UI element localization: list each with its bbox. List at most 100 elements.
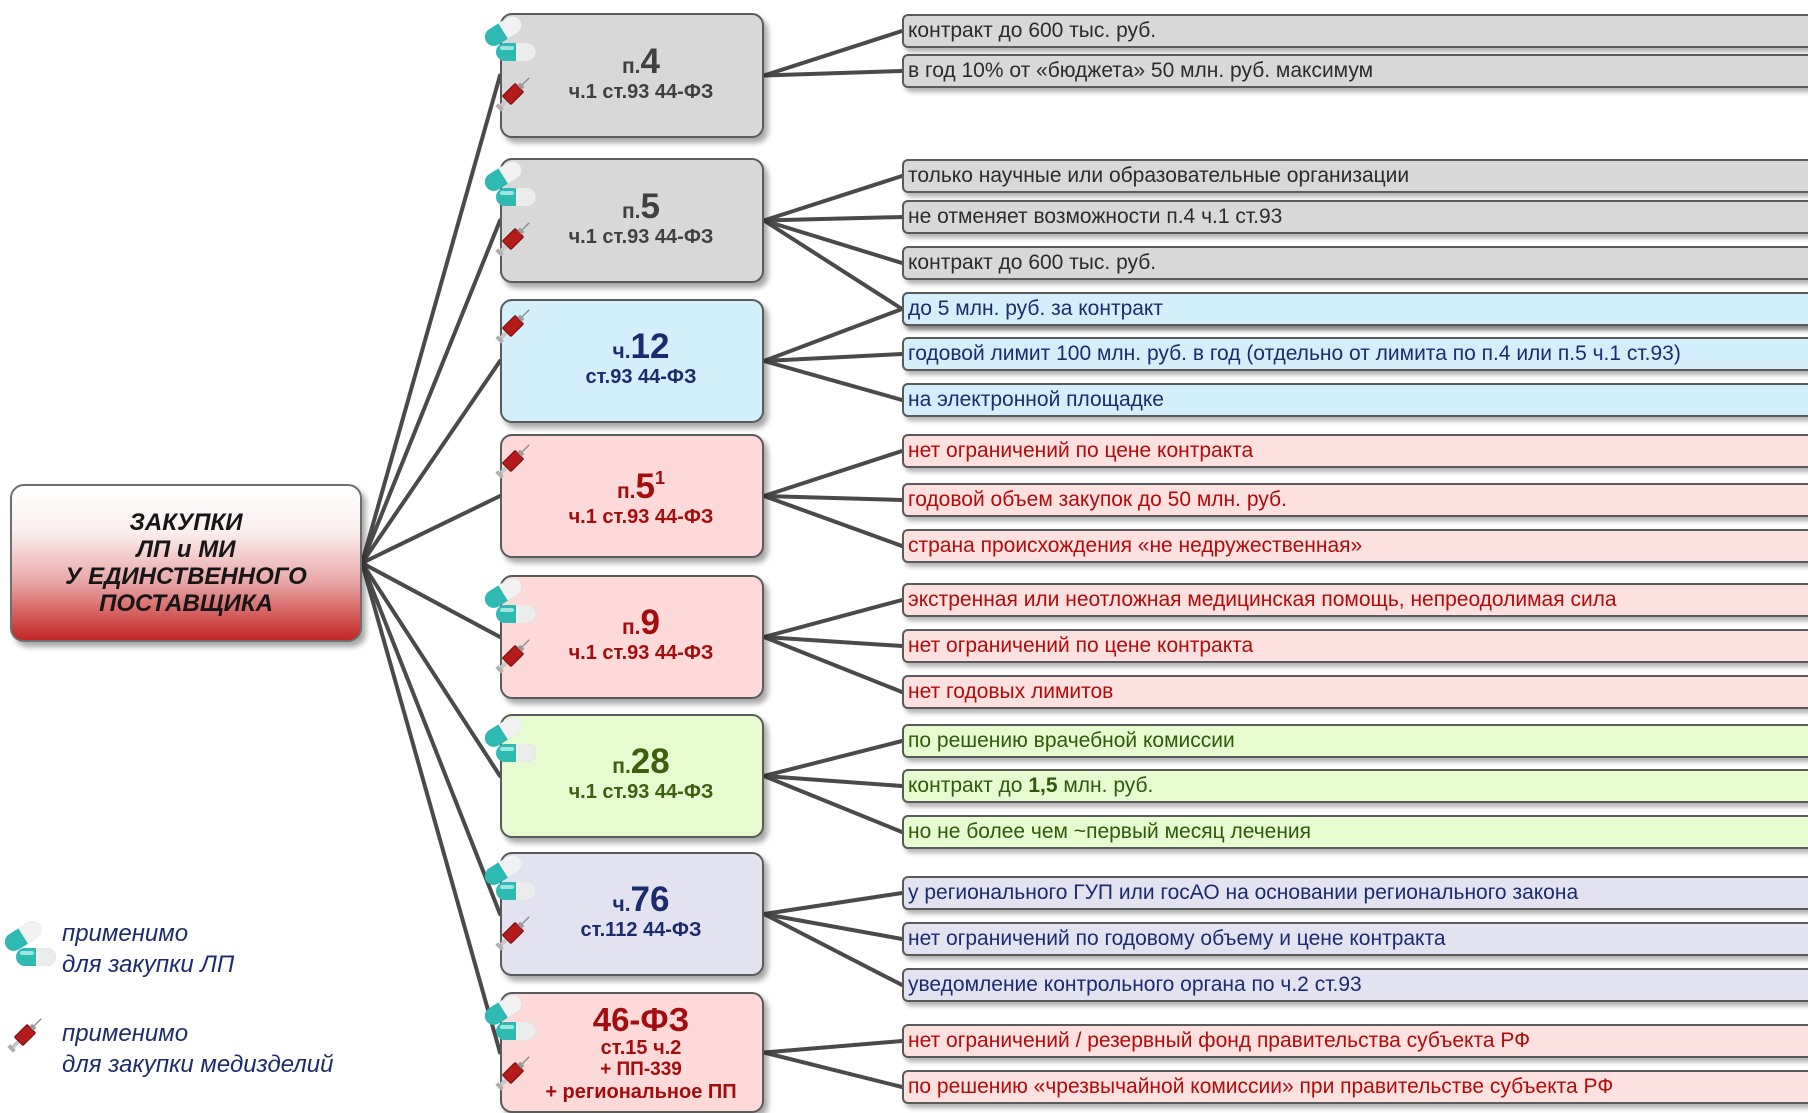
node-subtitle: ч.1 ст.93 44-ФЗ [568, 80, 714, 103]
connector-line [360, 561, 502, 778]
pill-capsule-icon [480, 13, 538, 70]
connector-line [360, 359, 502, 565]
pill-capsule-icon [480, 714, 538, 771]
node-prefix: ч. [612, 893, 631, 916]
connector-line [762, 69, 904, 78]
node-prefix: п. [622, 616, 641, 639]
connector-line [360, 561, 502, 916]
syringe-icon [488, 436, 538, 491]
condition-bar: на электронной площадке [902, 383, 1808, 417]
node-number: 4 [640, 41, 660, 81]
node-subtitle: ч.1 ст.93 44-ФЗ [568, 505, 714, 528]
condition-bar: годовой объем закупок до 50 млн. руб. [902, 483, 1808, 517]
connector-line [762, 891, 904, 916]
condition-bar: по решению врачебной комиссии [902, 724, 1808, 758]
connector-line [762, 774, 904, 834]
node-subtitle: ч.1 ст.93 44-ФЗ [568, 225, 714, 248]
connector-line [762, 307, 904, 363]
node-number: 12 [630, 327, 670, 366]
legend-line: для закупки медизделий [62, 1051, 334, 1078]
condition-text: уведомление контрольного органа по ч.2 с… [908, 973, 1362, 996]
condition-text: до 5 млн. руб. за контракт [908, 297, 1163, 320]
node-title: п.5 [622, 189, 660, 226]
condition-text: по решению врачебной комиссии [908, 729, 1235, 752]
connector-line [762, 774, 904, 788]
syringe-icon [488, 301, 538, 356]
connector-line [762, 359, 904, 402]
pill-capsule-icon [480, 575, 538, 632]
node-number: 9 [640, 603, 660, 642]
node-title: п.9 [622, 605, 660, 642]
connector-line [762, 218, 904, 265]
condition-bar: нет ограничений по цене контракта [902, 434, 1808, 468]
condition-bar: по решению «чрезвычайной комиссии» при п… [902, 1070, 1808, 1104]
syringe-icon [488, 1048, 538, 1103]
node-title: ч.12 [612, 329, 670, 366]
connector-line [762, 912, 904, 941]
condition-bar: в год 10% от «бюджета» 50 млн. руб. макс… [902, 54, 1808, 88]
connector-line [762, 635, 904, 694]
connector-line [762, 449, 904, 498]
condition-text: нет ограничений по годовому объему и цен… [908, 927, 1446, 950]
condition-bar: только научные или образовательные орган… [902, 159, 1808, 193]
pill-capsule-icon [480, 158, 538, 215]
condition-bar: страна происхождения «не недружественная… [902, 529, 1808, 563]
node-title: п.28 [612, 744, 669, 781]
condition-text: но не более чем ~первый месяц лечения [908, 820, 1312, 843]
node-number: 5 [635, 466, 655, 506]
connector-line [762, 635, 904, 648]
node-title-line: + ПП-339 [600, 1058, 682, 1080]
node-superscript: 1 [654, 467, 665, 488]
connector-line [360, 218, 502, 565]
node-number: 28 [630, 742, 670, 781]
node-prefix: ч. [612, 340, 631, 363]
condition-text: нет годовых лимитов [908, 680, 1114, 703]
node-number: 5 [640, 186, 660, 226]
condition-text: по решению «чрезвычайной комиссии» при п… [908, 1075, 1614, 1098]
syringe-icon [488, 908, 538, 963]
connector-line [762, 912, 904, 987]
connector-line [762, 218, 904, 311]
connector-line [762, 598, 904, 639]
node-title: ч.76 [612, 882, 670, 919]
condition-bar: до 5 млн. руб. за контракт [902, 292, 1808, 326]
node-title-line: 46-ФЗ [592, 1000, 690, 1038]
root-line: ПОСТАВЩИКА [99, 590, 273, 617]
condition-text: годовой лимит 100 млн. руб. в год (отдел… [908, 342, 1681, 365]
root-node: ЗАКУПКИ ЛП и МИ У ЕДИНСТВЕННОГО ПОСТАВЩИ… [10, 484, 362, 642]
connector-line [762, 739, 904, 778]
connector-line [762, 494, 904, 502]
legend-pill-text: применимо для закупки ЛП [62, 918, 234, 980]
legend-line: применимо [62, 920, 189, 947]
root-line: ЗАКУПКИ [129, 509, 243, 536]
connector-line [762, 29, 904, 78]
connector-line [762, 215, 904, 223]
node-title-line: + региональное ПП [545, 1080, 737, 1103]
root-line: ЛП и МИ [136, 536, 236, 563]
node-subtitle: ч.1 ст.93 44-ФЗ [568, 781, 714, 803]
condition-bar: контракт до 600 тыс. руб. [902, 246, 1808, 280]
condition-text: годовой объем закупок до 50 млн. руб. [908, 488, 1287, 511]
syringe-icon [488, 631, 538, 686]
node-prefix: п. [616, 479, 636, 503]
condition-bar: нет годовых лимитов [902, 675, 1808, 709]
syringe-icon [488, 214, 538, 269]
node-title: п.51 [617, 464, 665, 506]
connector-line [762, 174, 904, 223]
pill-capsule-icon [480, 992, 538, 1049]
condition-bar: у регионального ГУП или госАО на основан… [902, 876, 1808, 910]
condition-bar: годовой лимит 100 млн. руб. в год (отдел… [902, 337, 1808, 371]
condition-text: не отменяет возможности п.4 ч.1 ст.93 [908, 205, 1283, 228]
condition-text: нет ограничений по цене контракта [908, 634, 1254, 657]
condition-text: у регионального ГУП или госАО на основан… [908, 881, 1579, 904]
condition-text: контракт до 600 тыс. руб. [908, 251, 1157, 274]
condition-bar: не отменяет возможности п.4 ч.1 ст.93 [902, 200, 1808, 234]
connector-line [762, 1039, 904, 1055]
